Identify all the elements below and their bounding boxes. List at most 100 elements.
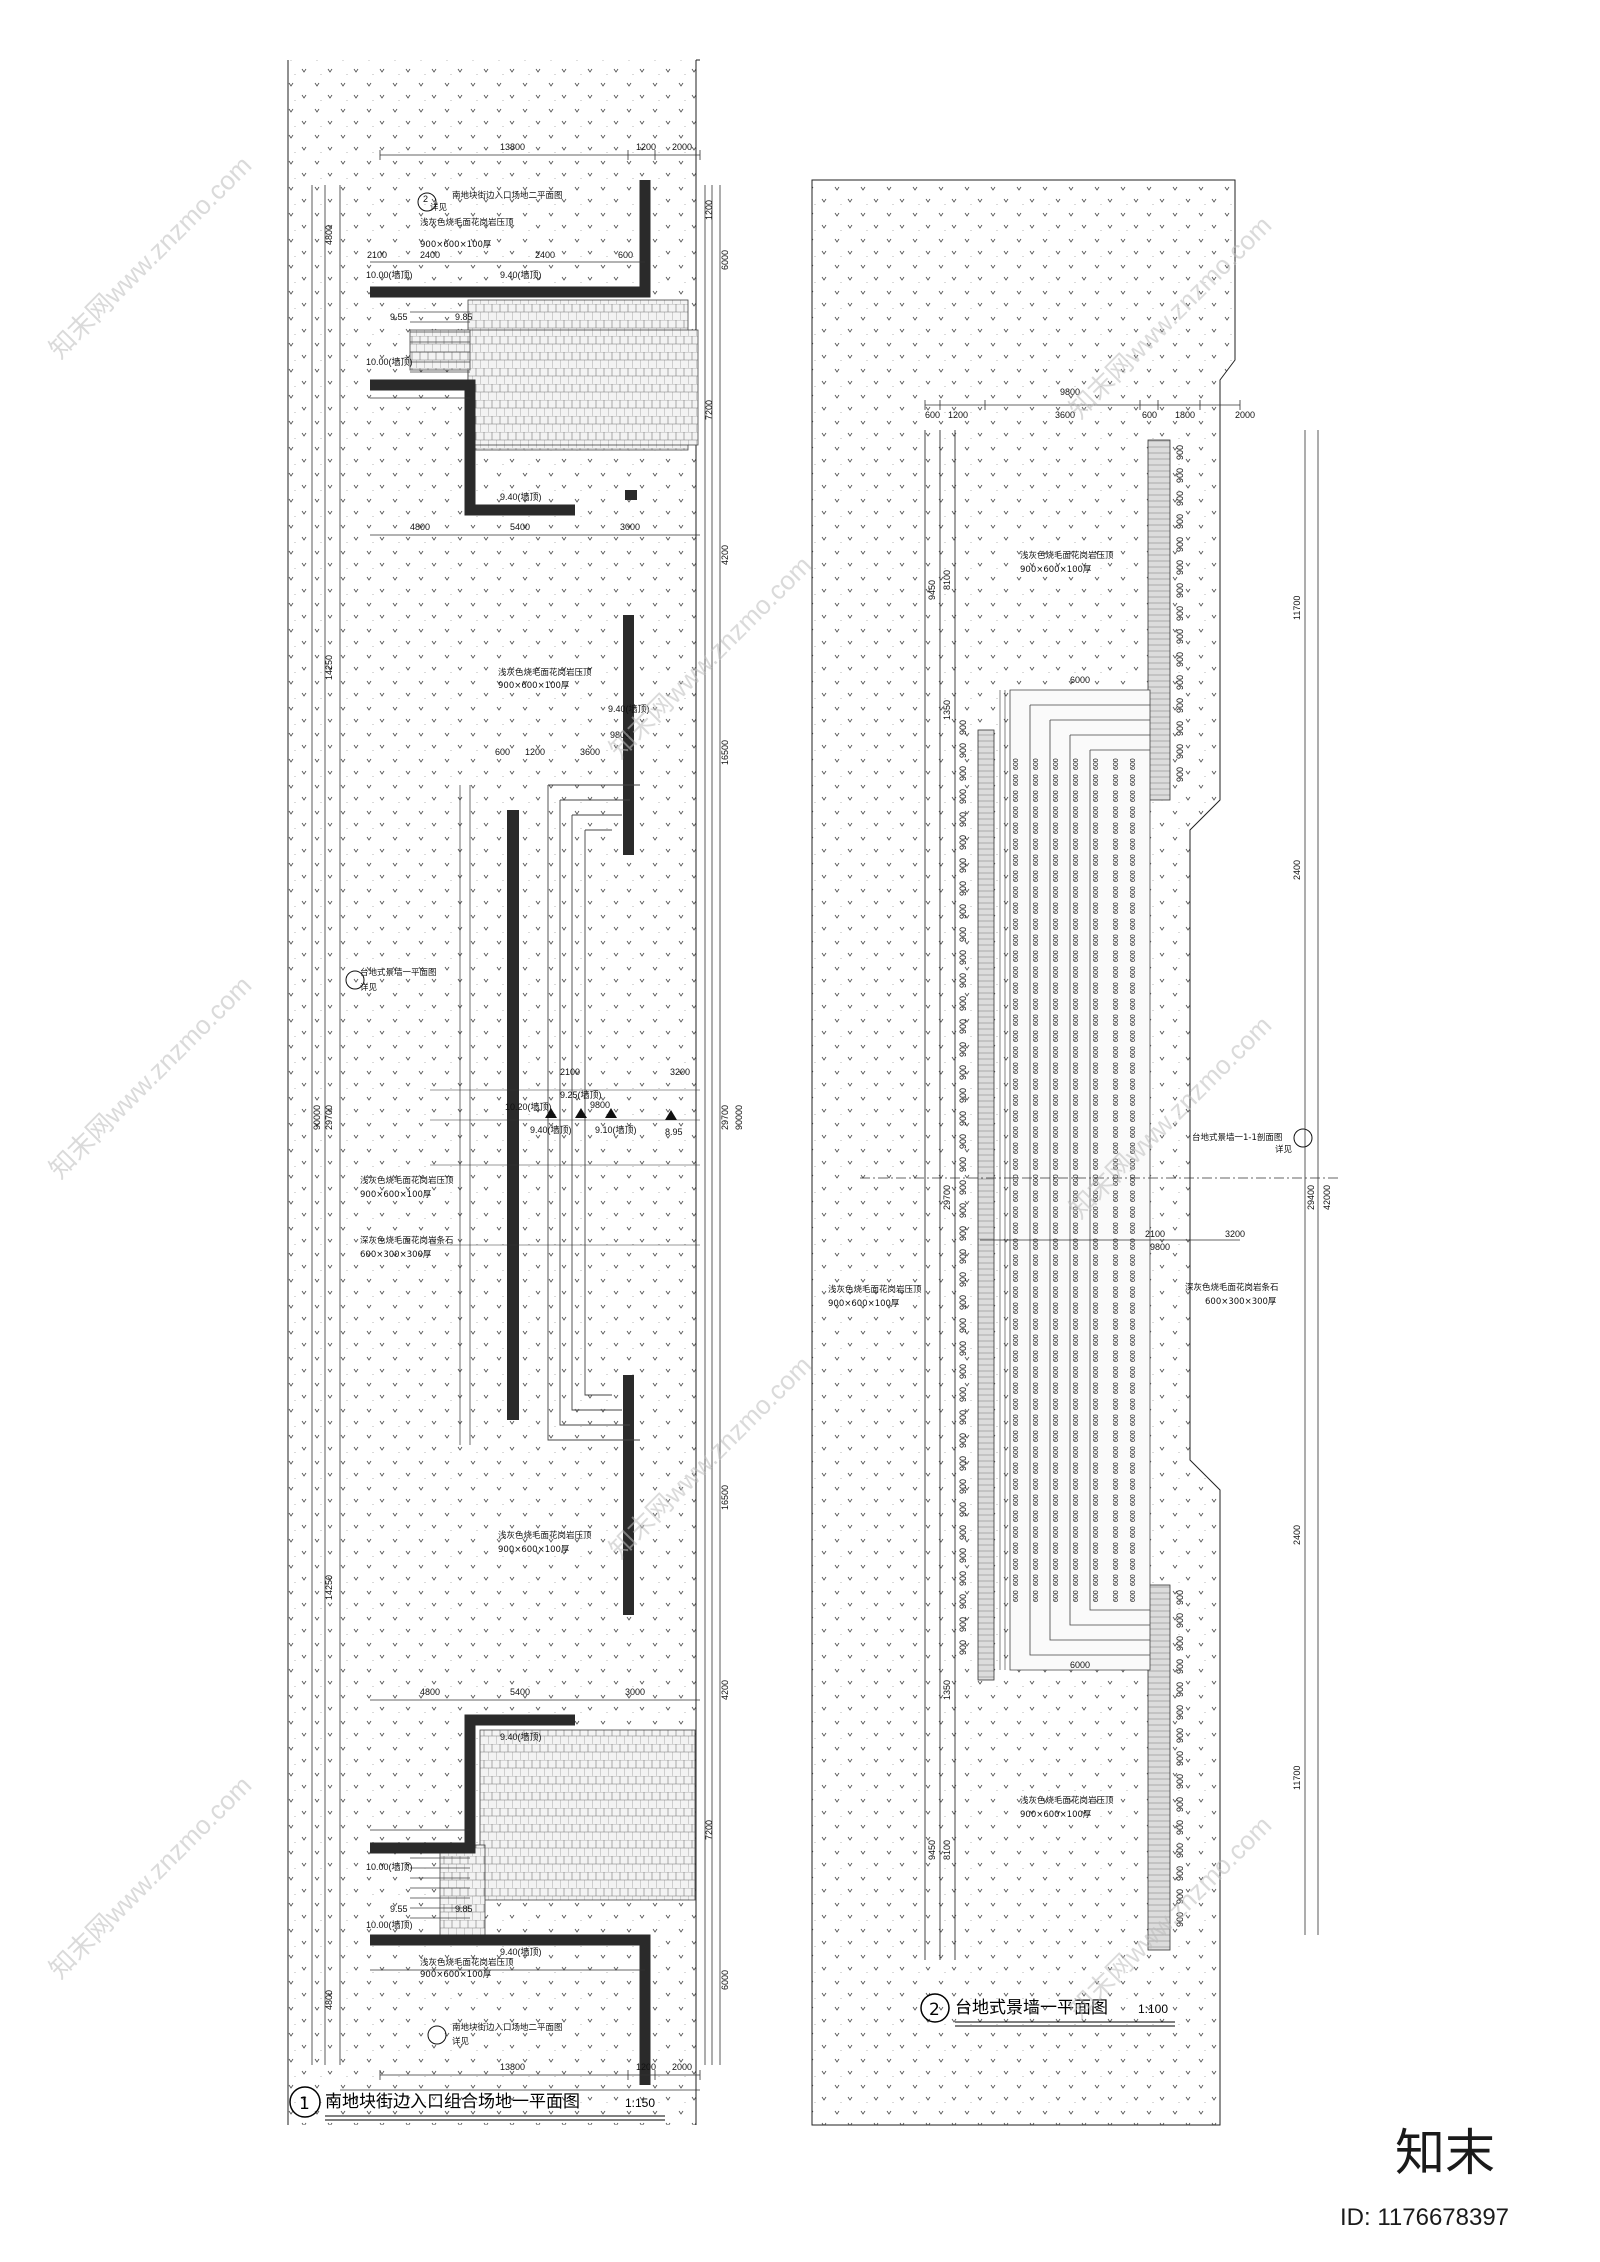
plan1-bottom-paving-note: 浅灰色烧毛面花岗岩压顶 — [420, 1957, 514, 1968]
plan2-dim-right-total: 42000 — [1322, 1185, 1332, 1210]
plan1-level-markers — [545, 1108, 677, 1120]
module-label-600: 600 — [1130, 1302, 1137, 1314]
plan1-dim-right-total: 90000 — [734, 1105, 744, 1130]
module-label-900: 900 — [958, 1456, 968, 1471]
module-label-600: 600 — [1053, 774, 1060, 786]
module-label-600: 600 — [1013, 1350, 1020, 1362]
module-label-900: 900 — [958, 881, 968, 896]
module-label-600: 600 — [1113, 966, 1120, 978]
image-id: ID: 1176678397 — [1340, 2204, 1509, 2231]
module-label-600: 600 — [1013, 1558, 1020, 1570]
module-label-600: 600 — [1073, 1574, 1080, 1586]
plan2-section-circle — [1293, 1128, 1313, 1148]
module-label-600: 600 — [1073, 1190, 1080, 1202]
module-label-600: 600 — [1073, 1062, 1080, 1074]
module-label-600: 600 — [1033, 758, 1040, 770]
module-label-600: 600 — [1053, 1350, 1060, 1362]
plan1-level-b4: 9.85 — [455, 1904, 473, 1914]
module-label-600: 600 — [1053, 1398, 1060, 1410]
module-label-600: 600 — [1130, 1142, 1137, 1154]
plan1-bottom-dim-line — [340, 2070, 701, 2091]
module-label-600: 600 — [1113, 854, 1120, 866]
brand-logo: 知末 — [1395, 2124, 1495, 2182]
module-label-900: 900 — [958, 1226, 968, 1241]
plan1-ref-plan2-b: 南地块街边入口场地二平面图 — [452, 2022, 563, 2033]
plan1-mid-dim-4: 9800 — [610, 730, 630, 740]
module-label-600: 600 — [1130, 1574, 1137, 1586]
module-label-600: 600 — [1013, 1094, 1020, 1106]
module-label-600: 600 — [1033, 1238, 1040, 1250]
plan2-bottom-paving-note: 浅灰色烧毛面花岗岩压顶 — [1020, 1795, 1114, 1806]
module-label-600: 600 — [1013, 1526, 1020, 1538]
plan2-bottom-paving-size: 900×600×100厚 — [1020, 1810, 1092, 1820]
module-label-600: 600 — [1130, 790, 1137, 802]
plan1-dim-top-3: 2000 — [672, 142, 692, 152]
module-label-600: 600 — [1130, 1558, 1137, 1570]
plan1-dim-right-inner-1: 1200 — [704, 200, 714, 220]
module-label-600: 600 — [1033, 1174, 1040, 1186]
module-label-600: 600 — [1093, 1190, 1100, 1202]
module-label-600: 600 — [1093, 1350, 1100, 1362]
module-label-600: 600 — [1073, 790, 1080, 802]
module-label-600: 600 — [1113, 1014, 1120, 1026]
module-label-600: 600 — [1093, 1526, 1100, 1538]
plan1-title-underline — [325, 2115, 665, 2121]
module-label-900: 900 — [958, 1364, 968, 1379]
module-label-900: 900 — [1175, 537, 1185, 552]
plan-1: 13800 1200 2000 南地块街边入口场地二平面图 详见 浅灰色烧毛面花… — [287, 59, 744, 2125]
module-label-600: 600 — [1113, 1510, 1120, 1522]
module-label-900: 900 — [1175, 514, 1185, 529]
module-label-600: 600 — [1113, 1462, 1120, 1474]
module-label-600: 600 — [1113, 998, 1120, 1010]
module-label-600: 600 — [1013, 790, 1020, 802]
module-label-600: 600 — [1073, 1478, 1080, 1490]
module-label-600: 600 — [1013, 1414, 1020, 1426]
module-label-600: 600 — [1113, 1590, 1120, 1602]
module-label-600: 600 — [1033, 950, 1040, 962]
module-label-600: 600 — [1073, 902, 1080, 914]
module-label-600: 600 — [1033, 1062, 1040, 1074]
module-label-900: 900 — [1175, 1590, 1185, 1605]
module-label-600: 600 — [1053, 758, 1060, 770]
module-label-600: 600 — [1093, 998, 1100, 1010]
module-label-900: 900 — [958, 1410, 968, 1425]
module-label-600: 600 — [1073, 1014, 1080, 1026]
module-label-600: 600 — [1013, 1430, 1020, 1442]
module-label-600: 600 — [1053, 1206, 1060, 1218]
module-label-900: 900 — [958, 1065, 968, 1080]
module-label-900: 900 — [1175, 721, 1185, 736]
plan2-section-ref: 台地式景墙一1-1剖面图 — [1192, 1132, 1282, 1143]
plan1-step-dim-2: 4800 — [410, 522, 430, 532]
module-label-600: 600 — [1130, 854, 1137, 866]
module-label-600: 600 — [1130, 950, 1137, 962]
module-label-600: 600 — [1113, 790, 1120, 802]
plan2-dim-right-2: 2400 — [1292, 860, 1302, 880]
module-label-600: 600 — [1053, 1254, 1060, 1266]
module-label-600: 600 — [1013, 1158, 1020, 1170]
plan2-stone-note: 深灰色烧毛面花岗岩条石 — [1185, 1282, 1279, 1293]
module-label-900: 900 — [958, 1571, 968, 1586]
plan1-number: 1 — [299, 2094, 310, 2114]
module-label-900: 900 — [1175, 1613, 1185, 1628]
module-label-900: 900 — [958, 1525, 968, 1540]
module-label-900: 900 — [1175, 629, 1185, 644]
module-label-600: 600 — [1013, 1286, 1020, 1298]
module-label-600: 600 — [1033, 966, 1040, 978]
plan1-dim-right-2: 4200 — [720, 545, 730, 565]
module-label-600: 600 — [1093, 1590, 1100, 1602]
module-label-600: 600 — [1053, 870, 1060, 882]
plan2-left-paving-size: 900×600×100厚 — [828, 1299, 900, 1309]
plan1-dim-bot-1: 13800 — [500, 2062, 525, 2072]
module-label-600: 600 — [1033, 1142, 1040, 1154]
module-label-600: 600 — [1013, 950, 1020, 962]
module-label-900: 900 — [958, 1295, 968, 1310]
module-label-600: 600 — [1093, 886, 1100, 898]
module-label-600: 600 — [1033, 1190, 1040, 1202]
module-label-600: 600 — [1113, 934, 1120, 946]
plan1-level-top-3: 9.55 — [390, 312, 408, 322]
module-label-600: 600 — [1073, 1302, 1080, 1314]
module-label-600: 600 — [1073, 982, 1080, 994]
plan2-dim-left-6: 9450 — [927, 1840, 937, 1860]
module-label-600: 600 — [1130, 1206, 1137, 1218]
module-label-600: 600 — [1053, 1430, 1060, 1442]
